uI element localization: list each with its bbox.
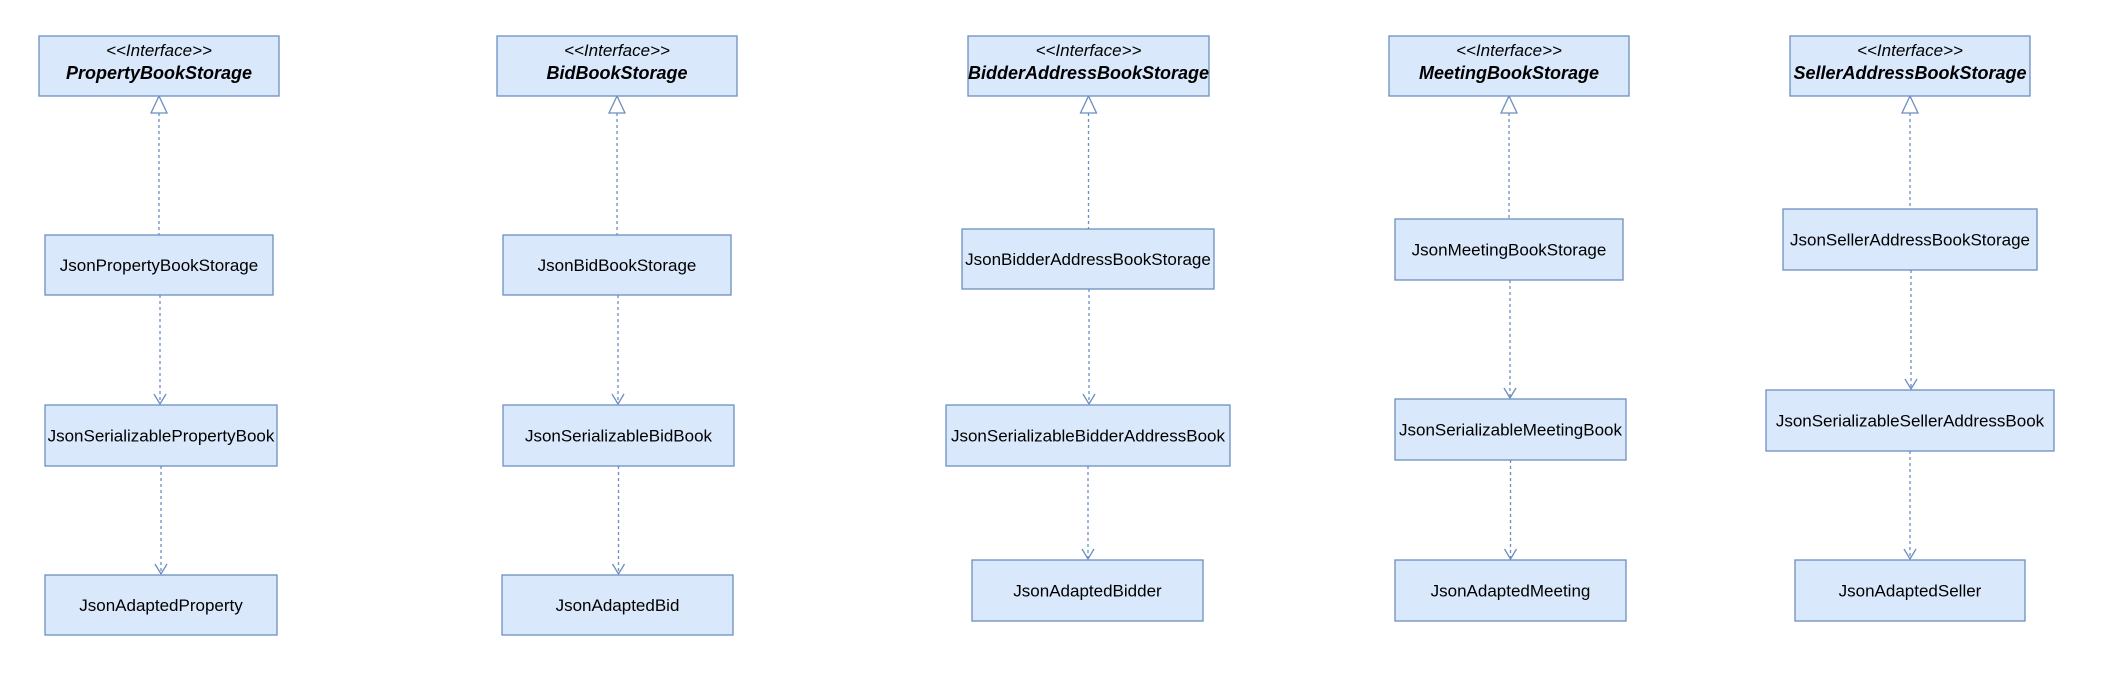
interface-stereotype: <<Interface>> — [1456, 41, 1562, 60]
column-1-dependency-arrowhead-1 — [153, 393, 167, 406]
class-name: JsonMeetingBookStorage — [1412, 241, 1607, 260]
class-box-jsonserializablebidbook[interactable]: JsonSerializableBidBook — [502, 404, 735, 467]
class-name: JsonAdaptedMeeting — [1431, 582, 1591, 601]
column-5-dependency-arrowhead-1 — [1904, 378, 1918, 391]
class-name: JsonSerializableSellerAddressBook — [1776, 412, 2045, 431]
interface-box-meetingbookstorage-rect — [1388, 35, 1630, 97]
class-name: JsonSerializableBidderAddressBook — [951, 427, 1226, 446]
class-name: JsonAdaptedProperty — [79, 596, 243, 615]
class-box-jsonbidderaddressbookstorage-rect — [961, 228, 1215, 290]
column-2-dependency-arrowhead-1 — [611, 393, 625, 406]
class-name: JsonPropertyBookStorage — [60, 256, 258, 275]
class-box-jsonadaptedbidder-rect — [971, 559, 1204, 622]
interface-name: MeetingBookStorage — [1419, 63, 1599, 83]
class-box-jsonmeetingbookstorage[interactable]: JsonMeetingBookStorage — [1394, 218, 1624, 281]
class-name: JsonAdaptedSeller — [1839, 582, 1982, 601]
interface-box-propertybookstorage[interactable]: <<Interface>> PropertyBookStorage — [38, 35, 280, 97]
boxes-layer: <<Interface>> PropertyBookStorageJsonProp… — [38, 35, 2055, 636]
column-4-dependency-arrowhead-2 — [1503, 548, 1518, 561]
class-box-jsonadaptedproperty[interactable]: JsonAdaptedProperty — [44, 574, 278, 636]
class-box-jsonadaptedseller[interactable]: JsonAdaptedSeller — [1794, 559, 2026, 622]
interface-stereotype: <<Interface>> — [564, 41, 670, 60]
class-box-jsonadaptedbid-rect — [501, 574, 734, 636]
column-3-realization-arrowhead — [1079, 94, 1098, 114]
class-name: JsonBidBookStorage — [538, 256, 697, 275]
interface-box-bidbookstorage-rect — [496, 35, 738, 97]
interface-stereotype: <<Interface>> — [1036, 41, 1142, 60]
column-5-dependency-arrowhead-2 — [1903, 548, 1917, 561]
connectors-layer — [149, 94, 1920, 576]
interface-name: BidderAddressBookStorage — [968, 63, 1209, 83]
interface-stereotype: <<Interface>> — [106, 41, 212, 60]
column-4-realization-arrowhead — [1499, 94, 1519, 114]
class-box-jsonpropertybookstorage-rect — [44, 234, 274, 296]
class-box-jsonserializablepropertybook-rect — [44, 404, 278, 467]
class-name: JsonAdaptedBid — [556, 596, 680, 615]
interface-name: BidBookStorage — [546, 63, 687, 83]
column-4-dependency-arrowhead-1 — [1503, 387, 1517, 400]
interface-box-selleraddressbookstorage-rect — [1789, 35, 2031, 97]
class-box-jsonserializablemeetingbook-rect — [1394, 398, 1627, 461]
interface-name: SellerAddressBookStorage — [1793, 63, 2026, 83]
interface-name: PropertyBookStorage — [66, 63, 252, 83]
class-box-jsonserializablebidderaddressbook[interactable]: JsonSerializableBidderAddressBook — [945, 404, 1231, 467]
class-box-jsonserializablebidbook-rect — [502, 404, 735, 467]
class-box-jsonadaptedproperty-rect — [44, 574, 278, 636]
class-name: JsonBidderAddressBookStorage — [965, 250, 1211, 269]
column-5-realization-arrowhead — [1900, 94, 1920, 114]
class-box-jsonbidderaddressbookstorage[interactable]: JsonBidderAddressBookStorage — [961, 228, 1215, 290]
interface-box-propertybookstorage-rect — [38, 35, 280, 97]
class-name: JsonSerializableBidBook — [525, 427, 713, 446]
class-box-jsonserializablepropertybook[interactable]: JsonSerializablePropertyBook — [44, 404, 278, 467]
column-3-dependency-arrowhead-1 — [1082, 393, 1096, 406]
interface-box-meetingbookstorage[interactable]: <<Interface>> MeetingBookStorage — [1388, 35, 1630, 97]
class-name: JsonSerializableMeetingBook — [1399, 421, 1623, 440]
class-box-jsonpropertybookstorage[interactable]: JsonPropertyBookStorage — [44, 234, 274, 296]
class-box-jsonadaptedbid[interactable]: JsonAdaptedBid — [501, 574, 734, 636]
interface-stereotype: <<Interface>> — [1857, 41, 1963, 60]
column-1-realization-arrowhead — [149, 94, 169, 114]
class-box-jsonadaptedmeeting-rect — [1394, 559, 1627, 622]
column-2-realization-arrowhead — [607, 94, 627, 114]
interface-box-bidderaddressbookstorage-rect — [967, 35, 1210, 97]
class-box-jsonserializablemeetingbook[interactable]: JsonSerializableMeetingBook — [1394, 398, 1627, 461]
column-1-dependency-arrowhead-2 — [154, 563, 168, 576]
interface-box-selleraddressbookstorage[interactable]: <<Interface>> SellerAddressBookStorage — [1789, 35, 2031, 97]
class-box-jsonbidbookstorage-rect — [502, 234, 732, 296]
class-box-jsonserializableselleraddressbook-rect — [1765, 389, 2055, 452]
interface-box-bidbookstorage[interactable]: <<Interface>> BidBookStorage — [496, 35, 738, 97]
class-box-jsonadaptedmeeting[interactable]: JsonAdaptedMeeting — [1394, 559, 1627, 622]
class-box-jsonadaptedseller-rect — [1794, 559, 2026, 622]
class-box-jsonselleraddressbookstorage[interactable]: JsonSellerAddressBookStorage — [1782, 208, 2038, 271]
column-2-dependency-arrowhead-2 — [611, 563, 626, 576]
class-box-jsonserializablebidderaddressbook-rect — [945, 404, 1231, 467]
class-box-jsonadaptedbidder[interactable]: JsonAdaptedBidder — [971, 559, 1204, 622]
class-name: JsonSerializablePropertyBook — [48, 427, 275, 446]
column-3-dependency-arrowhead-2 — [1081, 548, 1095, 561]
interface-box-bidderaddressbookstorage[interactable]: <<Interface>> BidderAddressBookStorage — [967, 35, 1210, 97]
class-box-jsonmeetingbookstorage-rect — [1394, 218, 1624, 281]
class-box-jsonserializableselleraddressbook[interactable]: JsonSerializableSellerAddressBook — [1765, 389, 2055, 452]
class-box-jsonselleraddressbookstorage-rect — [1782, 208, 2038, 271]
class-name: JsonAdaptedBidder — [1013, 582, 1162, 601]
class-box-jsonbidbookstorage[interactable]: JsonBidBookStorage — [502, 234, 732, 296]
class-name: JsonSellerAddressBookStorage — [1790, 231, 2030, 250]
